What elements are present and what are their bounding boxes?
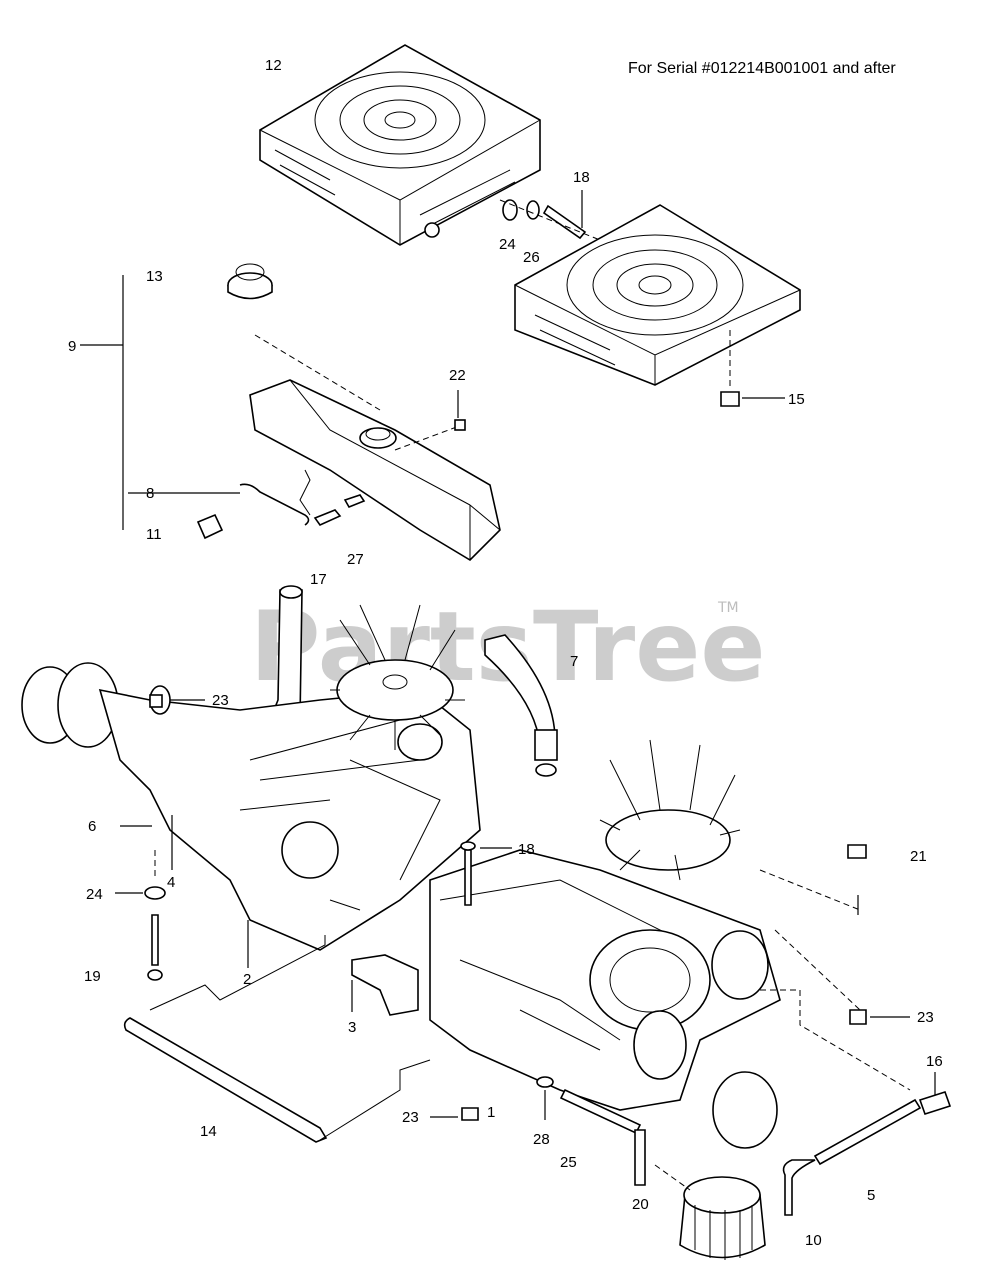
cooling-fan-right	[599, 739, 741, 881]
hose-7	[484, 634, 558, 777]
nut-15-icon	[720, 391, 740, 407]
breather-hose	[239, 483, 310, 526]
bracket-3	[351, 954, 419, 1016]
transaxle-left	[21, 662, 481, 951]
transaxle-right	[429, 849, 781, 1149]
callout-25: 25	[560, 1154, 577, 1171]
callout-13: 13	[146, 268, 163, 285]
reservoir-cap	[227, 263, 273, 300]
callout-5: 5	[867, 1187, 875, 1204]
callout-15: 15	[788, 391, 805, 408]
reservoir-tank	[249, 379, 501, 562]
washer-24-icon	[144, 886, 166, 900]
bolt-icon	[542, 204, 587, 240]
screw-27-icon	[313, 509, 342, 526]
bolt-20-icon	[634, 1129, 646, 1186]
callout-4: 4	[167, 874, 175, 891]
callout-12: 12	[265, 57, 282, 74]
rod-5	[813, 1098, 922, 1166]
callout-24: 24	[499, 236, 516, 253]
cooling-fan-left	[330, 604, 465, 750]
watermark-tm: TM	[717, 600, 739, 616]
callout-9: 9	[68, 338, 76, 355]
callout-1: 1	[487, 1104, 495, 1121]
bolt-18-icon	[464, 849, 472, 906]
callout-27: 27	[347, 551, 364, 568]
fan-shroud-lower	[514, 204, 801, 386]
bolt-22-icon	[454, 419, 466, 431]
oil-filter	[679, 1176, 766, 1260]
callout-8: 8	[146, 485, 154, 502]
rod-10	[782, 1159, 816, 1216]
bolt-19-icon	[151, 914, 159, 966]
callout-14: 14	[200, 1123, 217, 1140]
callout-23c: 23	[402, 1109, 419, 1126]
nut-23b-icon	[849, 1009, 867, 1025]
washer-28-icon	[536, 1076, 554, 1088]
nut-23c-icon	[461, 1107, 479, 1121]
washer-icon	[502, 199, 518, 221]
rod-14	[123, 1017, 328, 1143]
callout-24b: 24	[86, 886, 103, 903]
callout-10: 10	[805, 1232, 822, 1249]
nut-23-icon	[149, 694, 163, 708]
callout-20: 20	[632, 1196, 649, 1213]
nut-icon	[526, 200, 540, 220]
fitting-11-icon	[196, 513, 224, 540]
callout-6: 6	[88, 818, 96, 835]
nut-21-icon	[847, 844, 867, 859]
callout-21: 21	[910, 848, 927, 865]
clip-16-icon	[918, 1091, 952, 1115]
callout-28: 28	[533, 1131, 550, 1148]
fan-shroud-upper	[259, 44, 541, 246]
callout-22: 22	[449, 367, 466, 384]
callout-7: 7	[570, 653, 578, 670]
callout-11: 11	[146, 526, 162, 543]
callout-23: 23	[212, 692, 229, 709]
callout-23b: 23	[917, 1009, 934, 1026]
callout-26: 26	[523, 249, 540, 266]
callout-18: 18	[573, 169, 590, 186]
callout-19: 19	[84, 968, 101, 985]
callout-2: 2	[243, 971, 251, 988]
callout-18b: 18	[518, 841, 535, 858]
callout-16: 16	[926, 1053, 943, 1070]
callout-3: 3	[348, 1019, 356, 1036]
serial-note: For Serial #012214B001001 and after	[628, 60, 896, 77]
callout-17: 17	[310, 571, 327, 588]
